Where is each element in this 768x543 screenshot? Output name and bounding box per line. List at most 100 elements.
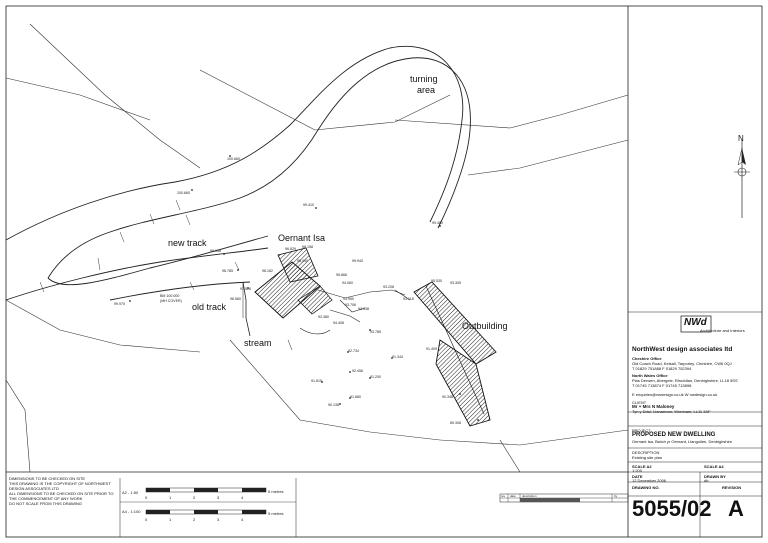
old-track-edge-2 [109,281,251,301]
scale-row-a4: A4 - 1:100 [122,509,141,514]
level-label: 92.734 [348,349,359,353]
turning-area-label-1: turning [410,74,438,84]
by-col: by [614,494,618,498]
note-line: DIMENSIONS TO BE CHECKED ON SITE [9,476,86,481]
date-label: DATE [632,474,643,479]
company-name: NorthWest design associates ltd [632,346,733,353]
boundary-line [499,439,521,473]
client-name: Mr + Mrs N Maloney [632,404,675,409]
level-label: 96.829 [285,247,296,251]
scale-tick-units: 5 metres [268,489,284,494]
drawing-number: 5055/02 [632,496,712,521]
level-label: 99.410 [303,203,314,207]
scale-tick-units: 5 metres [268,511,284,516]
project-name: PROPOSED NEW DWELLING [632,432,716,438]
rev-col: rev [501,494,506,498]
turning-area-label-2: area [417,85,435,95]
old-track-label: old track [192,302,227,312]
level-label: 100.660 [227,157,240,161]
revision-table [499,493,629,503]
scale-a2-label: SCALE A2 [632,464,652,469]
note-line: THIS DRAWING IS THE COPYRIGHT OF NORTHWE… [9,481,111,491]
level-label: 93.380 [318,315,329,319]
outbuilding-label: Outbuilding [462,321,508,331]
date-col: date [510,494,516,498]
title-block-lines [628,311,762,537]
level-label: 99.158 [210,249,221,253]
description-value: Existing site plan [632,455,663,460]
level-label: 90.348 [442,395,453,399]
scale-row-a2: A2 - 1:50 [122,490,139,495]
level-label: 92.456 [352,369,363,373]
boundary-line [5,379,31,473]
description-label: DESCRIPTION [632,450,660,455]
cheshire-office-address: Old Coach Road, Kelsall, Tarporley, Ches… [632,361,732,366]
boundary-line [229,339,441,441]
drawing-notes: DIMENSIONS TO BE CHECKED ON SITE THIS DR… [9,476,117,506]
new-track-label: new track [168,238,207,248]
cheshire-office-phone: T 01829 751888 F 01829 752394 [632,366,692,371]
project-label: PROJECT [632,428,651,433]
level-label: 94.060 [342,281,353,285]
scale-tick: 2 [193,517,196,522]
scale-tick: 2 [193,495,196,500]
level-label: 98.040 [297,259,308,263]
note-line: ALL DIMENSIONS TO BE CHECKED ON SITE PRI… [9,491,114,501]
scale-tick: 0 [145,495,148,500]
level-label: 93.706 [345,303,356,307]
revision-label: REVISION [722,485,742,490]
scale-tick: 0 [145,517,148,522]
level-label: 93.785 [370,330,381,334]
company-email: E enquiries@nwdesign.co.uk W nwdesign.co… [632,392,718,397]
drawn-by-value: db [704,478,709,483]
cheshire-office-title: Cheshire Office [632,356,662,361]
track-edge-outer [5,46,464,241]
north-arrow: N [734,134,750,218]
client-address: Tyn y Ddol, Llanarmon, Wrexham, LL11 3AF [632,409,711,414]
boundary-line [394,94,629,129]
level-label: 91.200 [370,375,381,379]
client-label: CLIENT [632,400,647,405]
scale-tick: 3 [217,517,220,522]
stream-line [242,281,251,337]
project-address: Oernant Isa, Bwlch yr Oernant, Llangolle… [632,439,733,444]
boundary-line [199,69,451,131]
scale-bars [119,478,297,537]
level-label: 89.308 [450,421,461,425]
stream-label: stream [244,338,272,348]
level-label: 98.182 [262,269,273,273]
nwd-logo-box [680,315,712,333]
level-label: 91.680 [350,395,361,399]
scale-tick: 4 [241,495,244,500]
scale-a4-label: SCALE A4 [704,464,724,469]
scale-labels: A2 - 1:50 A4 - 1:100 0 1 2 3 4 5 metres … [122,489,284,522]
level-label: 93.305 [450,281,461,285]
level-label: 99.480 [432,221,443,225]
revision-letter: A [728,496,744,521]
north-label: N [738,134,744,143]
drawing-no-label: DRAWING NO. [632,485,660,490]
old-track-edge [5,247,269,301]
boundary-line [29,23,201,169]
benchmark-label: BM 100.000 [160,294,179,298]
nw-office-phone: T 01745 713874 F 01745 713898 [632,383,692,388]
outbuilding [413,281,497,365]
date-value: 12 December 2006 [632,478,667,483]
boundary-line [5,299,201,353]
scale-a2-value: 1:200 [632,468,643,473]
level-labels: 100.660 100.660 99.410 99.480 99.158 96.… [114,157,461,425]
level-label: 95.666 [336,273,347,277]
scale-tick: 3 [217,495,220,500]
level-label: 97.526 [240,287,251,291]
level-label: 91.815 [311,379,322,383]
level-label: 93.038 [358,307,369,311]
site-labels: turning area Oernant Isa new track old t… [168,74,508,348]
dwelling-rear-wing [277,247,319,283]
scale-tick: 4 [241,517,244,522]
garden-walls [299,289,411,335]
boundary-line [439,429,629,446]
level-points [129,155,479,421]
company-logo: NWd [684,317,707,328]
